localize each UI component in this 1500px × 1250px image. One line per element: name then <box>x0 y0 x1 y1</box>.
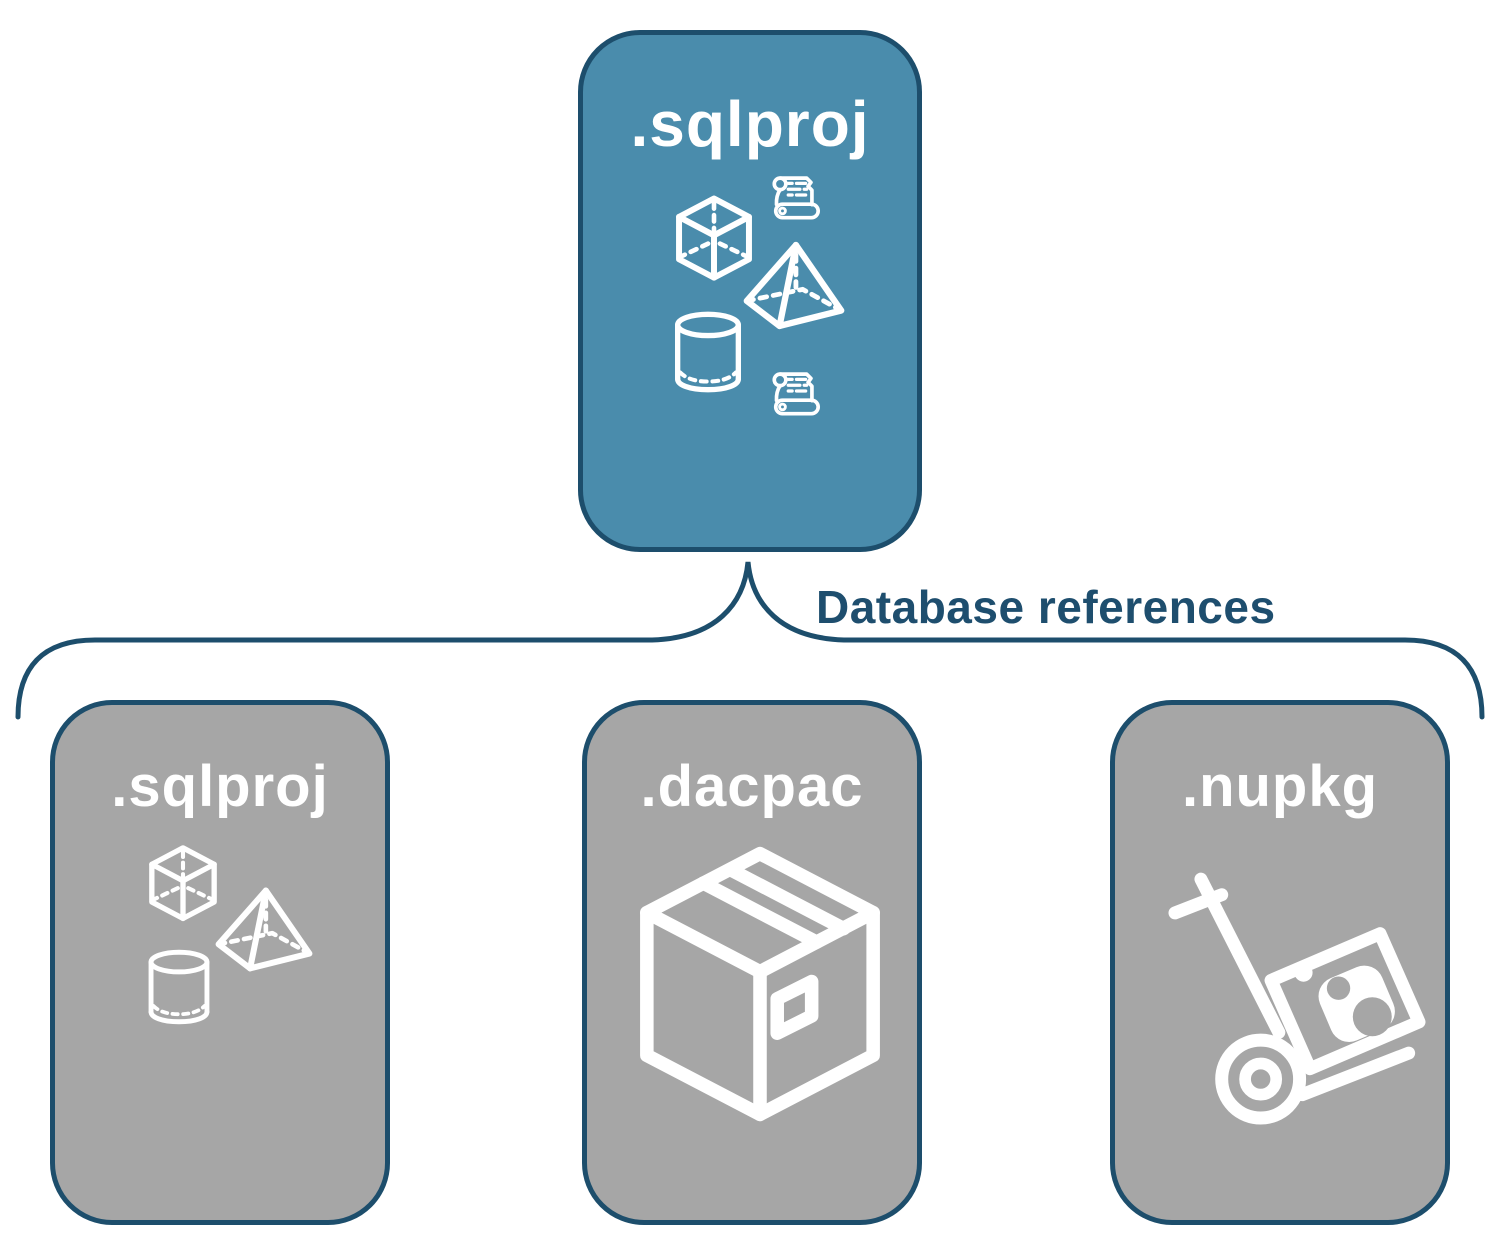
node-sqlproj-ref: .sqlproj <box>50 700 390 1225</box>
package-box-icon <box>637 841 883 1127</box>
node-dacpac: .dacpac <box>582 700 922 1225</box>
connector-label: Database references <box>816 581 1276 633</box>
node-label: .dacpac <box>640 754 864 819</box>
scroll-icon <box>772 372 821 416</box>
node-label: .sqlproj <box>630 88 870 160</box>
node-nupkg: .nupkg <box>1110 700 1450 1225</box>
cylinder-icon <box>145 949 213 1025</box>
pyramid-icon <box>213 885 315 973</box>
node-label: .nupkg <box>1181 754 1379 819</box>
node-label: .sqlproj <box>111 754 329 819</box>
pyramid-icon <box>741 239 847 331</box>
node-sqlproj-main: .sqlproj <box>578 30 922 552</box>
cylinder-icon <box>671 311 745 393</box>
scroll-icon <box>772 176 821 220</box>
nuget-handtruck-icon <box>1167 861 1427 1131</box>
